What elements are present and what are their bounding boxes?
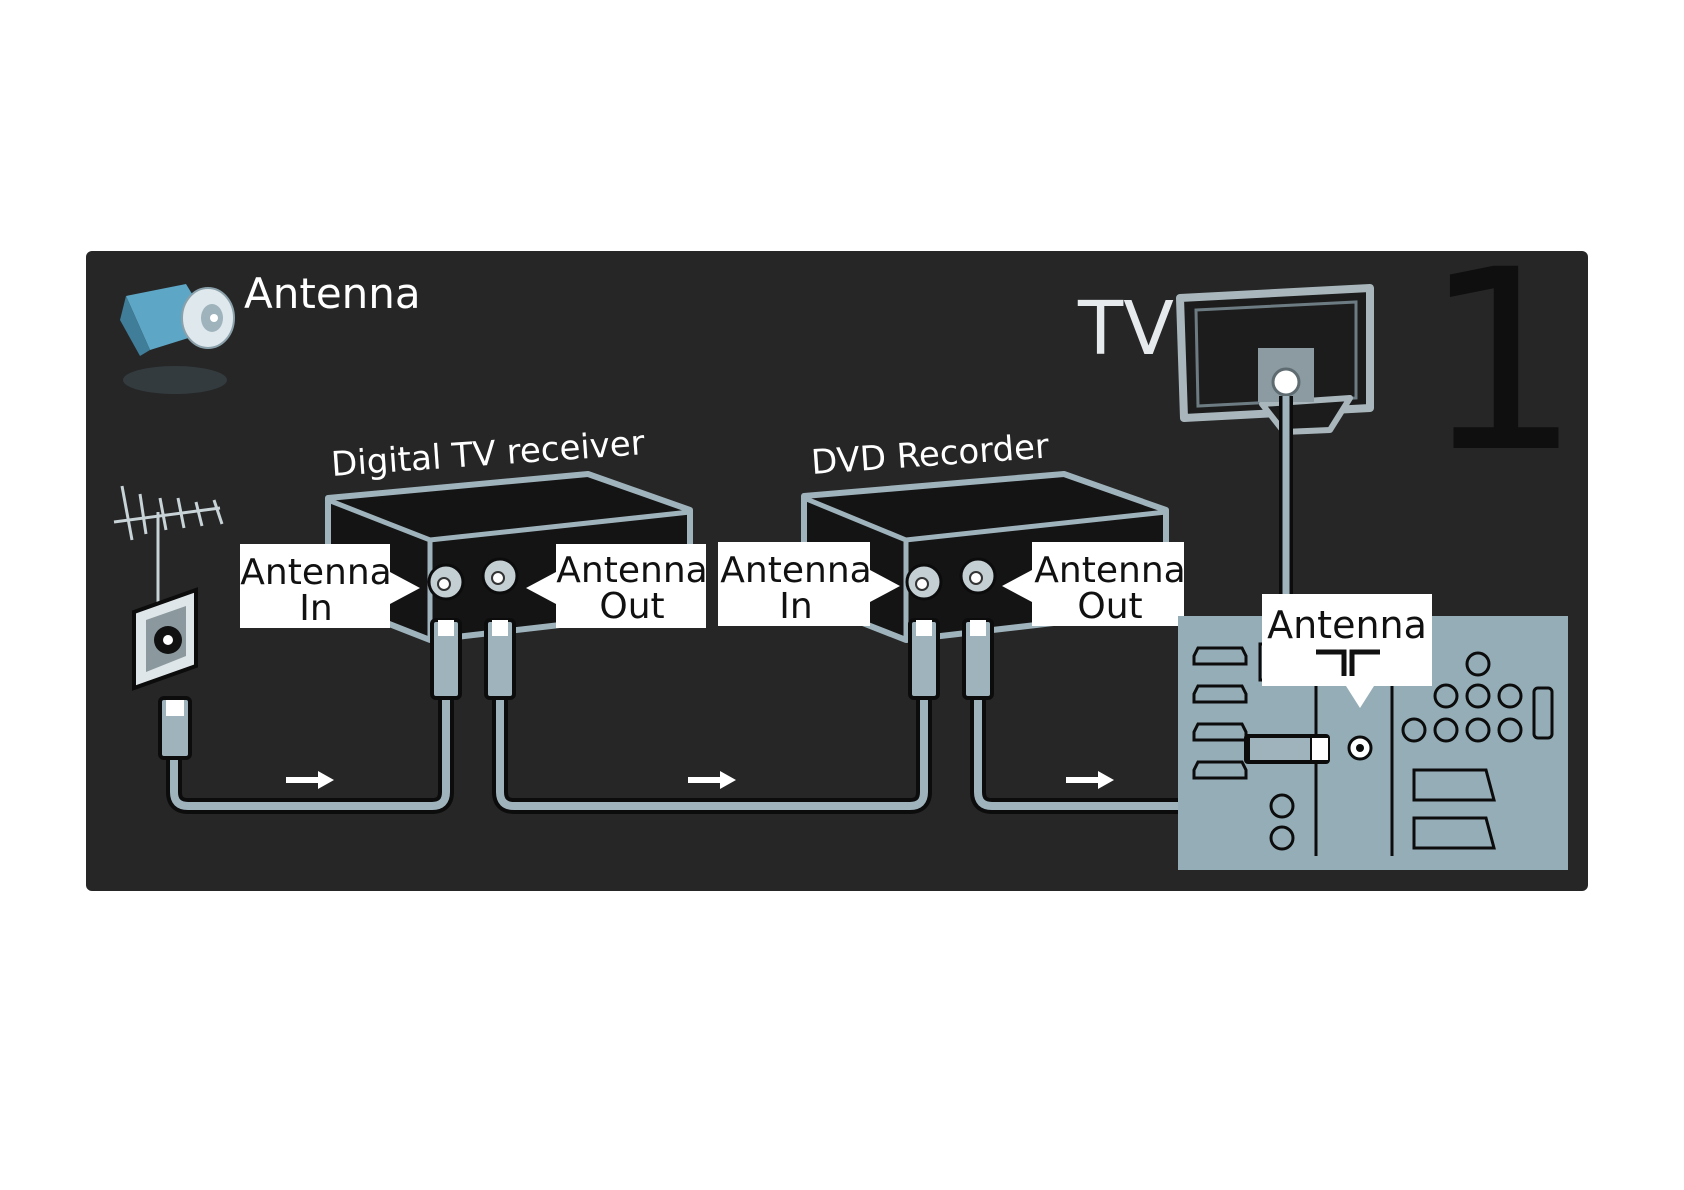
tv-icon bbox=[1176, 284, 1374, 435]
step-number: 1 bbox=[1422, 216, 1581, 507]
recorder-in-line2: In bbox=[779, 586, 812, 627]
receiver-out-line2: Out bbox=[599, 586, 664, 627]
recorder-out-line2: Out bbox=[1077, 586, 1142, 627]
tv-antenna-label: Antenna bbox=[1262, 594, 1432, 708]
antenna-title: Antenna bbox=[244, 269, 421, 318]
signal-arrow-icon bbox=[286, 771, 1114, 789]
recorder-out-line1: Antenna bbox=[1034, 550, 1185, 591]
recorder-antenna-in-label: Antenna In bbox=[718, 542, 900, 627]
wall-plug bbox=[158, 696, 192, 760]
receiver-in-line2: In bbox=[299, 588, 332, 629]
recorder-antenna-out-label: Antenna Out bbox=[1002, 542, 1186, 627]
recorder-in-line1: Antenna bbox=[720, 550, 871, 591]
wall-socket-icon bbox=[132, 587, 198, 691]
receiver-antenna-in-label: Antenna In bbox=[240, 544, 420, 629]
tv-antenna-plug bbox=[1244, 734, 1330, 764]
receiver-antenna-out-label: Antenna Out bbox=[526, 544, 708, 628]
receiver-in-line1: Antenna bbox=[240, 552, 391, 593]
tv-antenna-text: Antenna bbox=[1267, 603, 1427, 647]
tv-title: TV bbox=[1077, 286, 1174, 372]
receiver-out-line1: Antenna bbox=[556, 550, 707, 591]
aerial-icon bbox=[113, 485, 224, 604]
antenna-symbol-icon bbox=[1316, 649, 1380, 676]
antenna-plug-icon bbox=[120, 284, 235, 394]
